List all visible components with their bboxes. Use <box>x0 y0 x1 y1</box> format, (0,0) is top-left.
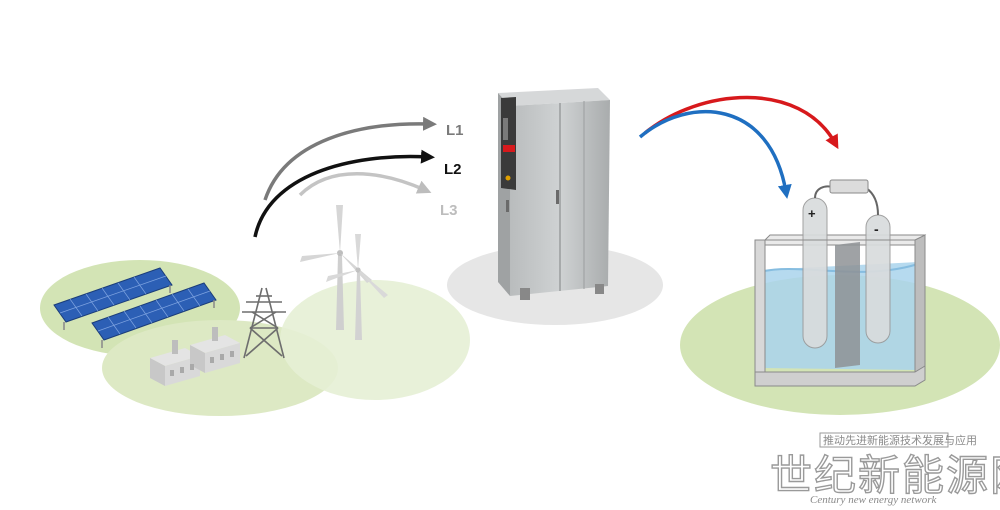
negative-sign: - <box>874 221 879 237</box>
current-flow-group <box>638 95 839 199</box>
solar-panel-icon <box>53 267 217 348</box>
electrolyzer-group: + - <box>680 179 1000 415</box>
l1-arrow <box>263 116 437 201</box>
power-converter-group <box>447 88 663 325</box>
l1-label: L1 <box>446 122 464 139</box>
watermark-tagline: 推动先进新能源技术发展与应用 <box>823 433 977 447</box>
watermark-subtitle: Century new energy network <box>810 494 937 506</box>
wind-farm-ground <box>280 280 470 400</box>
emergency-stop-icon <box>503 145 515 152</box>
positive-sign: + <box>808 206 816 221</box>
l2-label: L2 <box>444 161 462 178</box>
output-lines-group: L1 L2 L3 <box>253 116 464 238</box>
l3-arrow <box>298 172 432 197</box>
wind-turbine-icon <box>326 234 388 340</box>
l3-label: L3 <box>440 202 458 219</box>
transmission-tower-icon <box>242 287 286 359</box>
red-flow-arrow <box>643 95 839 150</box>
watermark-title: 世纪新能源网 <box>770 454 1000 500</box>
energy-sources-group <box>40 205 470 416</box>
power-plant-icon <box>150 327 240 386</box>
watermark: 推动先进新能源技术发展与应用 世纪新能源网 Century new energy… <box>769 432 1000 506</box>
power-supply-unit <box>829 179 869 194</box>
blue-flow-arrow <box>638 109 792 199</box>
l2-arrow <box>253 149 435 238</box>
